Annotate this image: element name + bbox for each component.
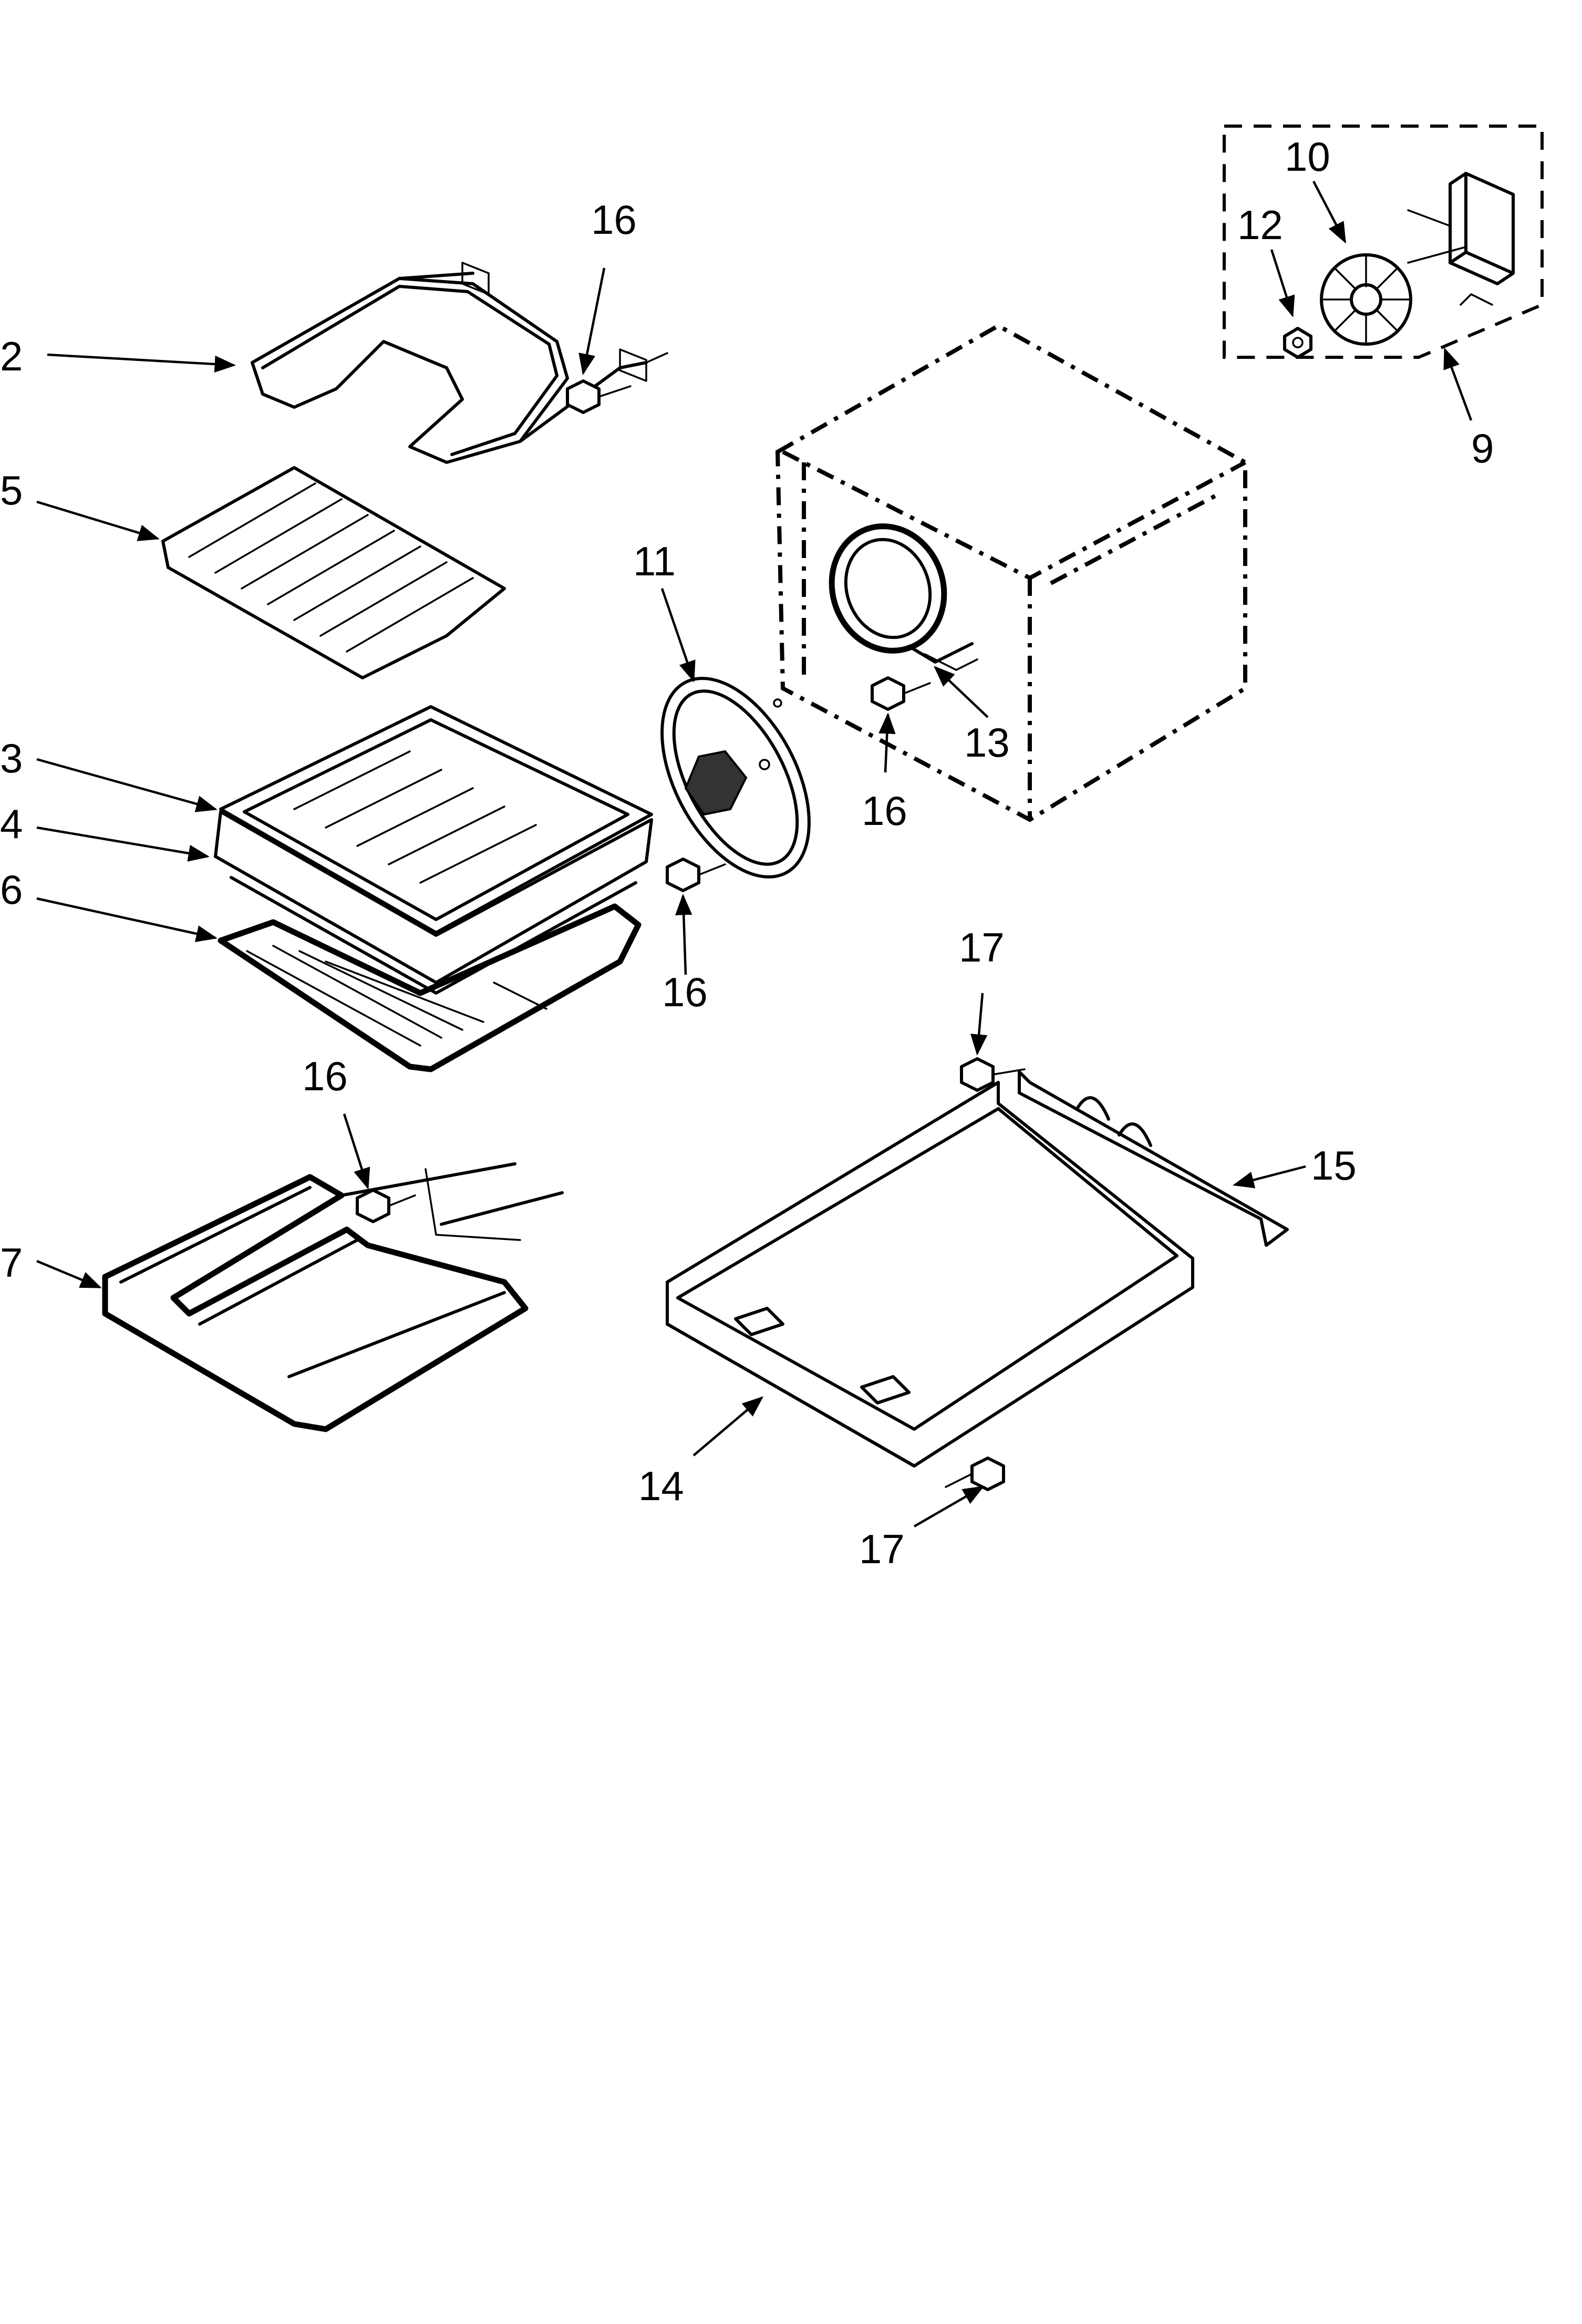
callout-part-7: 7 [0,1240,23,1286]
callout-part-2: 2 [0,333,23,379]
callout-part-10: 10 [1285,133,1330,180]
callout-part-5: 5 [0,467,23,513]
callout-part-16-cover: 16 [662,969,708,1015]
callout-part-14: 14 [638,1463,684,1509]
screw-16-top [566,379,632,414]
callout-part-16-bake: 16 [302,1053,348,1099]
convection-element [829,523,978,671]
leader-lines [36,180,1473,1527]
screw-17-top [960,1057,1026,1092]
callout-part-12: 12 [1237,202,1283,248]
callout-part-9: 9 [1471,425,1494,471]
oven-cavity-outline [775,323,1247,822]
broil-element [251,262,668,464]
callout-part-11: 11 [633,538,676,584]
bottom-tray [666,1081,1194,1468]
screw-17-bottom [945,1457,1005,1491]
bake-element [102,1162,564,1432]
fan-motor-assembly [1223,125,1544,359]
callout-part-16-top: 16 [591,197,637,243]
callout-labels: 2 5 3 4 6 7 16 11 16 16 13 16 17 15 14 1… [0,133,1494,1572]
callout-part-4: 4 [0,801,23,847]
rear-bracket [1018,1070,1289,1247]
callout-part-15: 15 [1311,1142,1357,1189]
oven-rack [218,903,642,1072]
callout-part-3: 3 [0,735,23,781]
callout-part-17-bottom: 17 [859,1526,905,1572]
fan-blade [1320,253,1412,346]
callout-part-13: 13 [964,719,1010,766]
callout-part-6: 6 [0,866,23,913]
broil-pan-grid [161,466,506,679]
callout-part-16-cavity: 16 [862,788,907,834]
callout-part-17-top: 17 [959,924,1005,970]
screw-16-cavity [871,676,931,711]
broil-pan-insert [219,705,653,934]
convection-fan-cover [660,677,811,879]
fan-nut [1283,327,1312,359]
screw-16-cover [666,858,726,892]
screw-16-bake [356,1189,416,1223]
broil-pan [214,810,653,995]
